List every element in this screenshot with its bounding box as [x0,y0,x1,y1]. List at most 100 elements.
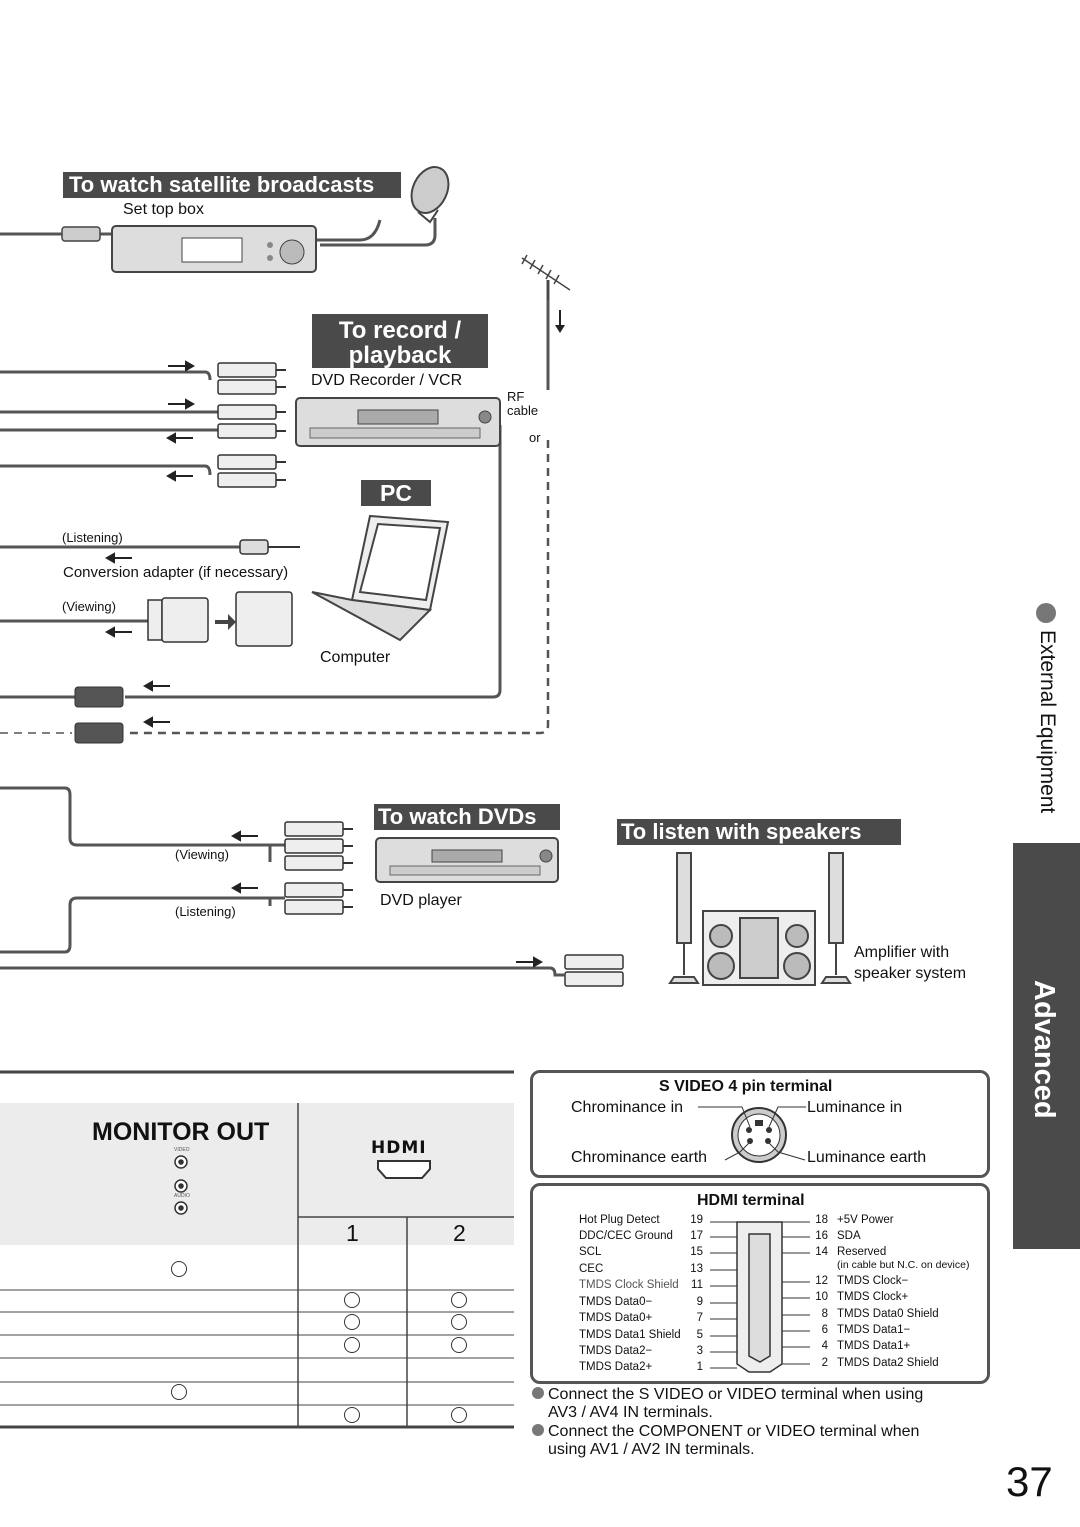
bullet-icon [532,1424,544,1436]
record-banner-line1: To record / [338,317,462,344]
hdmi-left-pin-name: TMDS Data2− [579,1345,653,1357]
monitor-out-label: MONITOR OUT [92,1118,270,1146]
hdmi-right-pin-name: TMDS Data1− [837,1324,911,1336]
hdmi-terminal-title: HDMI terminal [697,1192,805,1209]
table-mark [451,1337,467,1353]
svideo-connector-icon [731,1107,787,1163]
hdmi-left-pin-name: DDC/CEC Ground [579,1230,673,1242]
hdmi-right-pin-number: 10 [815,1291,828,1303]
table-mark [344,1292,360,1308]
dvd-recorder-label: DVD Recorder / VCR [311,372,463,389]
hdmi-right-pin-number: 2 [821,1357,828,1369]
hdmi-right-pin-number: 6 [821,1324,828,1336]
hdmi-left-pin-number: 5 [696,1329,703,1341]
dvd-listening-label: (Listening) [175,904,236,919]
side-tab-bullet [1036,603,1056,623]
hdmi-right-pin-name: Reserved [837,1246,887,1258]
hdmi-right-pin-number: 4 [821,1340,828,1352]
hdmi-left-pin-name: Hot Plug Detect [579,1214,660,1226]
hdmi-left-pin-number: 9 [696,1296,703,1308]
dvd-player-label: DVD player [380,892,462,909]
satellite-dish-icon [410,166,450,224]
hdmi-left-pin-number: 7 [696,1312,703,1324]
hdmi-col-1: 1 [346,1220,359,1246]
note-2: Connect the COMPONENT or VIDEO terminal … [532,1423,919,1459]
audio-jack-plug [239,539,300,555]
luma-in-label: Luminance in [807,1099,903,1116]
or-label: or [529,430,541,445]
note-2-line1: Connect the COMPONENT or VIDEO terminal … [548,1423,920,1440]
dvd-recorder-icon [295,397,501,447]
hdmi-right-pin-name: TMDS Data1+ [837,1340,911,1352]
reserved-note: (in cable but N.C. on device) [837,1259,970,1271]
monitor-out-video-jack-label: VIDEO [174,1147,190,1153]
table-mark [171,1384,187,1400]
hdmi-right-pin-number: 12 [815,1275,828,1287]
svideo-title: S VIDEO 4 pin terminal [659,1078,833,1095]
luma-earth-label: Luminance earth [807,1149,927,1166]
hdmi-left-pin-number: 11 [691,1279,703,1291]
note-1-line1: Connect the S VIDEO or VIDEO terminal wh… [548,1386,924,1403]
hdmi-right-pin-name: TMDS Data0 Shield [837,1308,939,1320]
note-2-line2: using AV1 / AV2 IN terminals. [548,1441,755,1458]
set-top-box-icon [111,225,317,273]
hdmi-right-pin-number: 14 [815,1246,828,1258]
speaker-system-icon [668,852,852,986]
hdmi-right-pin-name: SDA [837,1230,861,1242]
table-mark [451,1292,467,1308]
hdmi-left-pin-number: 13 [690,1263,703,1275]
svideo-box [530,1070,990,1178]
vga-connector-icon [147,591,293,647]
hdmi-left-pin-name: SCL [579,1246,602,1258]
table-mark [344,1314,360,1330]
hdmi-logo: HDMI [371,1138,427,1158]
antenna-icon [521,254,571,300]
rf-label-line2: cable [507,403,539,418]
page-number: 37 [1006,1458,1053,1505]
pc-listening-label: (Listening) [62,530,123,545]
chroma-earth-label: Chrominance earth [571,1149,708,1166]
set-top-box-label: Set top box [123,201,204,218]
table-mark [344,1407,360,1423]
dvd-player-icon [375,837,559,883]
hdmi-left-pin-number: 15 [690,1246,703,1258]
dvd-viewing-label: (Viewing) [175,847,229,862]
amplifier-label: Amplifier with speaker system [854,942,966,984]
record-banner-line2: playback [348,342,452,369]
pc-viewing-label: (Viewing) [62,599,116,614]
hdmi-right-pin-name: TMDS Clock+ [837,1291,909,1303]
laptop-icon [311,514,450,642]
rca-plugs-recorder [217,362,277,488]
rf-label-line1: RF [507,389,525,404]
hdmi-left-pin-number: 1 [696,1361,703,1373]
hdmi-right-pin-name: TMDS Clock− [837,1275,909,1287]
hdmi-right-pin-name: TMDS Data2 Shield [837,1357,939,1369]
amplifier-label-line1: Amplifier with [854,944,950,961]
rf-label: RF cable [507,390,538,418]
note-1: Connect the S VIDEO or VIDEO terminal wh… [532,1386,923,1422]
amplifier-label-line2: speaker system [854,965,967,982]
hdmi-right-pin-number: 8 [821,1308,828,1320]
satellite-banner: To watch satellite broadcasts [63,172,401,198]
advanced-label: Advanced [1028,980,1060,1119]
computer-label: Computer [320,649,391,666]
pc-banner: PC [361,480,431,506]
rca-plugs-dvd [284,821,344,915]
hdmi-right-pin-number: 18 [815,1214,828,1226]
hdmi-col-2: 2 [453,1220,466,1246]
table-mark [451,1407,467,1423]
hdmi-left-pin-number: 17 [690,1230,703,1242]
record-banner: To record / playback [312,314,488,368]
hdmi-left-pin-name: TMDS Data0− [579,1296,653,1308]
hdmi-right-pin-number: 16 [815,1230,828,1242]
hdmi-left-pin-name: TMDS Data1 Shield [579,1329,681,1341]
hdmi-left-pin-name: TMDS Clock Shield [579,1279,679,1291]
table-mark [344,1337,360,1353]
hdmi-connector-icon [736,1221,783,1373]
dvds-banner: To watch DVDs [374,804,560,830]
hdmi-left-pin-name: TMDS Data2+ [579,1361,653,1373]
table-mark [451,1314,467,1330]
hdmi-terminal-box [530,1183,990,1384]
monitor-out-audio-jack-label: AUDIO [174,1193,190,1199]
